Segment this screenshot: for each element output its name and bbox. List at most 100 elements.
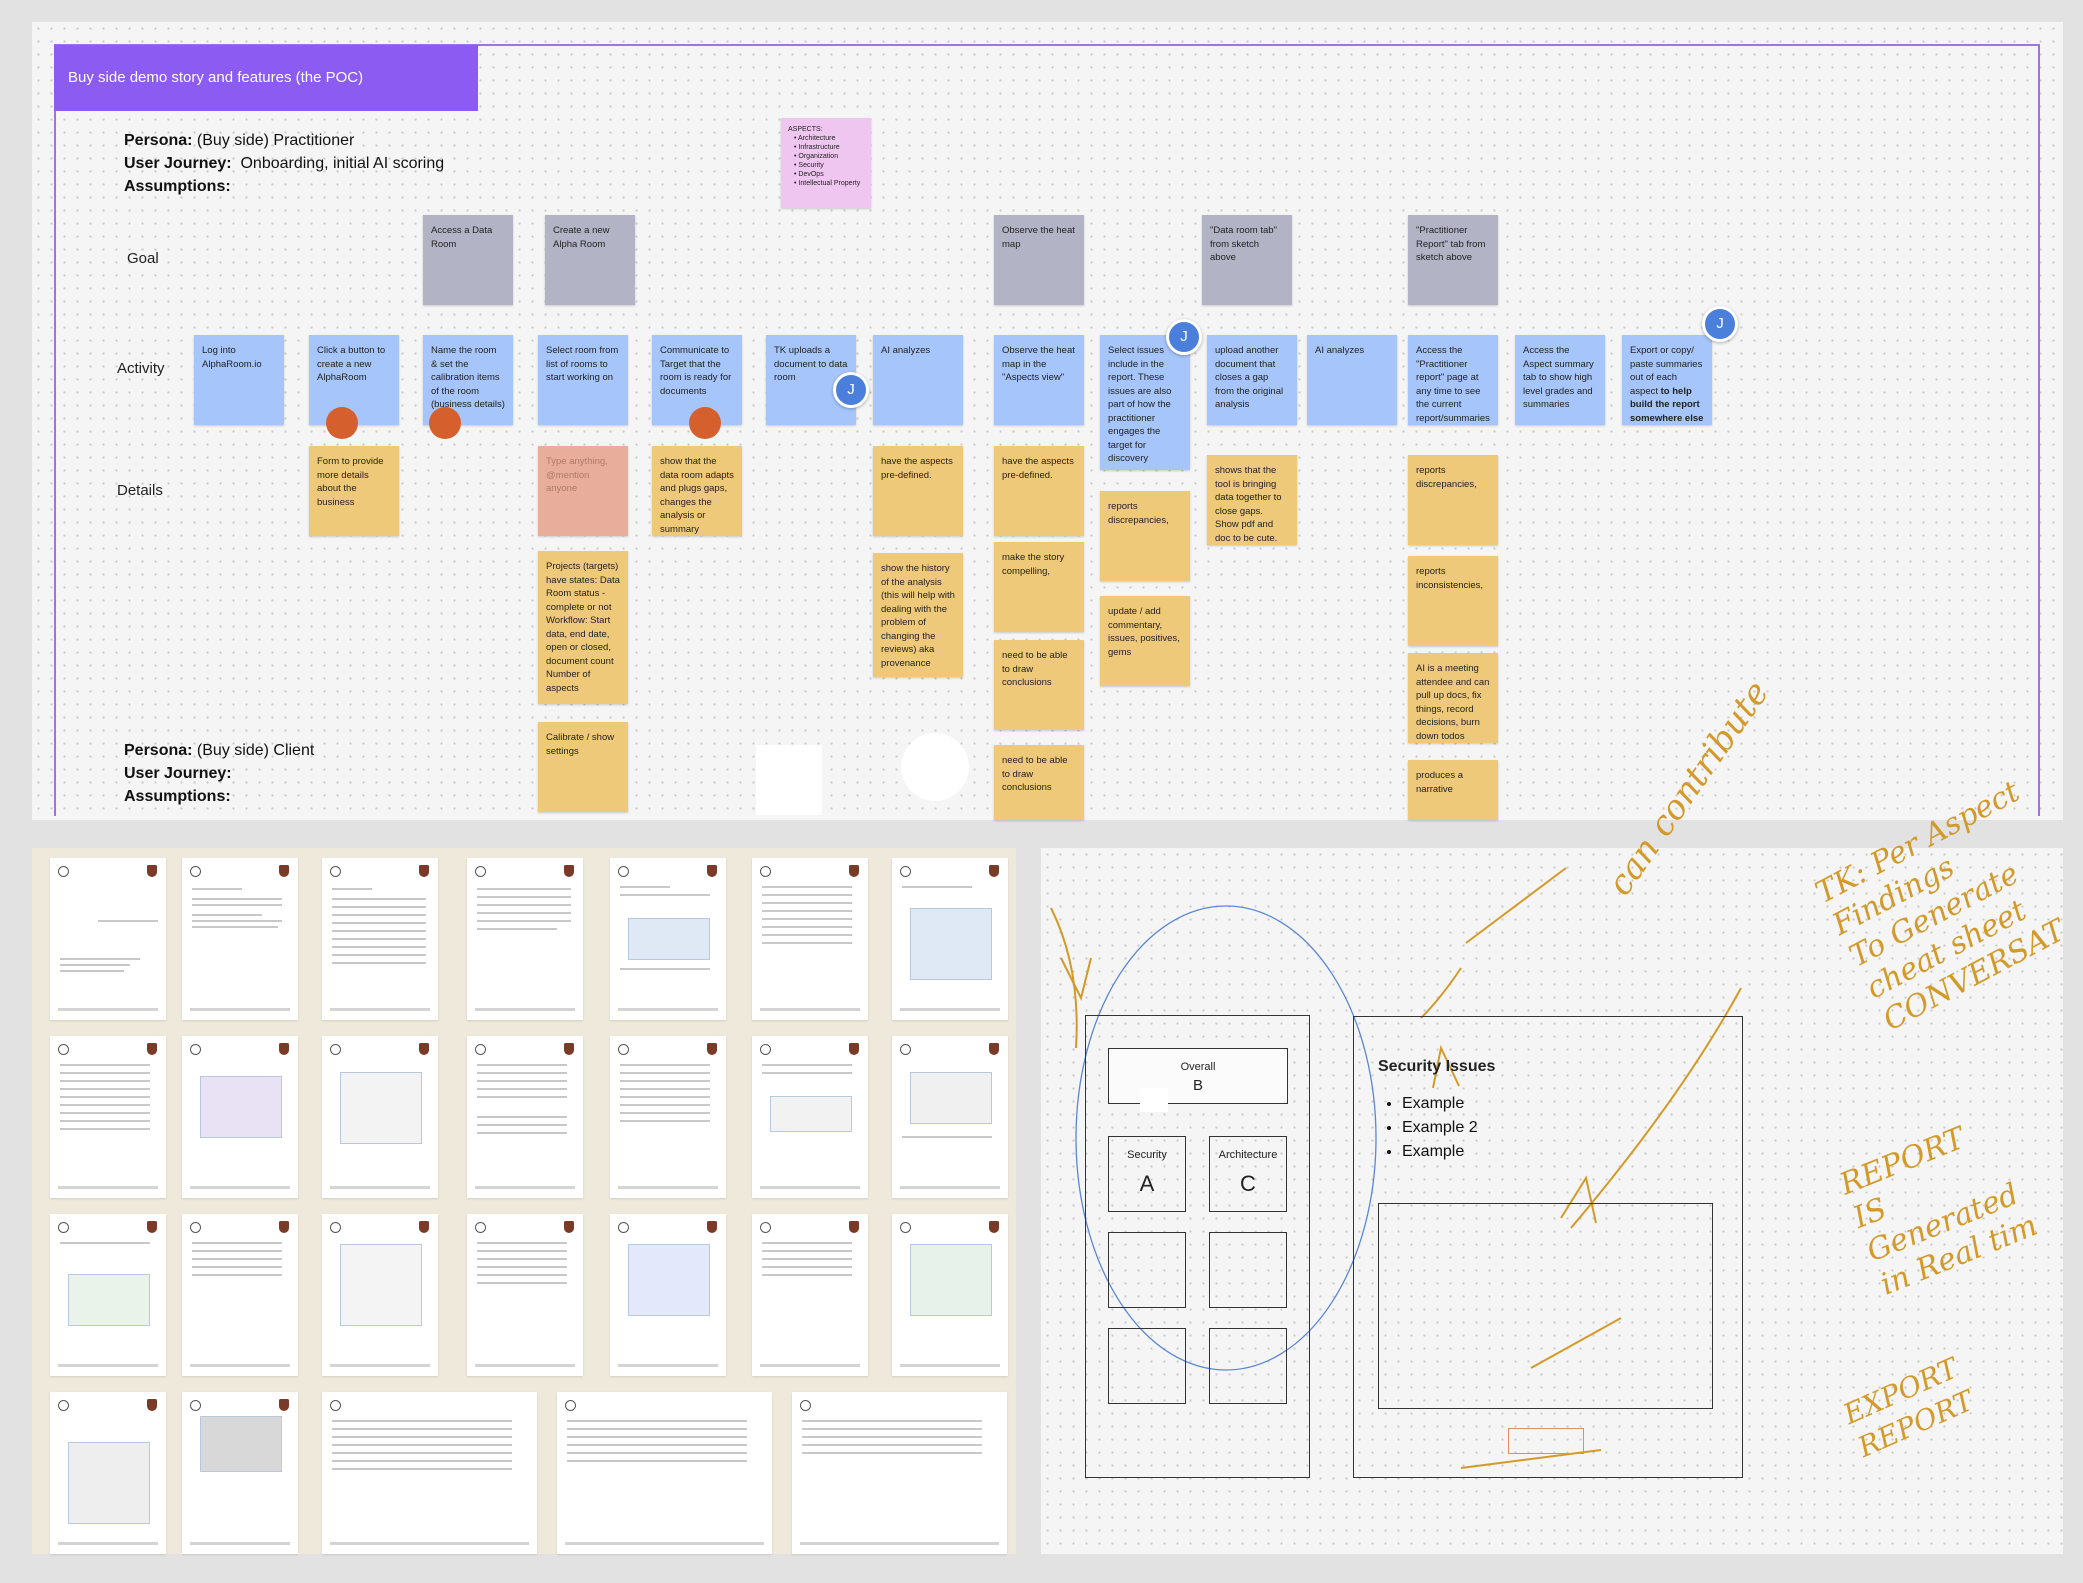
activity-sticky[interactable]: Export or copy/ paste summaries out of e… <box>1622 335 1712 425</box>
blank-circle-shape[interactable] <box>901 733 969 801</box>
row-label-details: Details <box>117 482 163 499</box>
detail-sticky[interactable]: AI is a meeting attendee and can pull up… <box>1408 653 1498 743</box>
goal-sticky[interactable]: Observe the heat map <box>994 215 1084 305</box>
journey-value: Onboarding, initial AI scoring <box>240 155 445 172</box>
document-page-thumbnail[interactable] <box>610 1036 726 1198</box>
issue-item: Example <box>1402 1092 1478 1116</box>
document-page-thumbnail[interactable] <box>182 858 298 1020</box>
overall-grade: B <box>1192 1077 1203 1094</box>
detail-sticky-placeholder[interactable]: Type anything, @mention anyone <box>538 446 628 536</box>
detail-sticky[interactable]: Calibrate / show settings <box>538 722 628 812</box>
orange-marker[interactable] <box>326 407 358 439</box>
detail-sticky[interactable]: show the history of the analysis (this w… <box>873 553 963 677</box>
activity-sticky[interactable]: Select room from list of rooms to start … <box>538 335 628 425</box>
overall-grade-card[interactable]: Overall B <box>1108 1048 1288 1104</box>
activity-sticky[interactable]: Click a button to create a new AlphaRoom <box>309 335 399 425</box>
user-avatar[interactable]: J <box>1166 319 1202 355</box>
document-page-thumbnail[interactable] <box>892 858 1008 1020</box>
document-page-thumbnail[interactable] <box>467 1214 583 1376</box>
goal-sticky[interactable]: "Data room tab" from sketch above <box>1202 215 1292 305</box>
detail-sticky[interactable]: Projects (targets) have states: Data Roo… <box>538 551 628 704</box>
document-page-thumbnail[interactable] <box>50 1214 166 1376</box>
empty-grade-tile[interactable] <box>1209 1328 1287 1404</box>
detail-sticky[interactable]: produces a narrative <box>1408 760 1498 820</box>
persona-label: Persona: <box>124 132 193 149</box>
document-page-thumbnail[interactable] <box>50 1392 166 1554</box>
issues-panel-wireframe[interactable] <box>1353 1016 1743 1478</box>
document-page-thumbnail[interactable] <box>892 1036 1008 1198</box>
row-label-activity: Activity <box>117 360 165 377</box>
activity-sticky[interactable]: Select issues include in the report. The… <box>1100 335 1190 470</box>
sketch-board[interactable] <box>1041 848 2063 1554</box>
document-page-thumbnail[interactable] <box>610 1214 726 1376</box>
detail-sticky[interactable]: reports inconsistencies, <box>1408 556 1498 646</box>
orange-marker[interactable] <box>689 407 721 439</box>
detail-sticky[interactable]: Form to provide more details about the b… <box>309 446 399 536</box>
detail-sticky[interactable]: update / add commentary, issues, positiv… <box>1100 596 1190 686</box>
detail-sticky[interactable]: shows that the tool is bringing data tog… <box>1207 455 1297 545</box>
report-area-wireframe[interactable] <box>1378 1203 1713 1409</box>
aspect-item: • Infrastructure <box>794 144 840 151</box>
activity-sticky[interactable]: Log into AlphaRoom.io <box>194 335 284 425</box>
document-page-thumbnail[interactable] <box>322 1036 438 1198</box>
blank-square-shape[interactable] <box>756 745 822 815</box>
document-page-thumbnail[interactable] <box>322 1214 438 1376</box>
user-avatar[interactable]: J <box>833 372 869 408</box>
activity-sticky[interactable]: Access the "Practitioner report" page at… <box>1408 335 1498 425</box>
activity-sticky[interactable]: AI analyzes <box>873 335 963 425</box>
orange-arrow-stroke <box>1050 907 1078 1049</box>
detail-sticky[interactable]: have the aspects pre-defined. <box>994 446 1084 536</box>
activity-sticky[interactable]: TK uploads a document to data room <box>766 335 856 425</box>
document-page-thumbnail[interactable] <box>792 1392 1007 1554</box>
document-page-thumbnail[interactable] <box>182 1214 298 1376</box>
frame-title[interactable]: Buy side demo story and features (the PO… <box>54 45 478 111</box>
export-button-wireframe[interactable] <box>1508 1428 1584 1454</box>
aspects-panel-wireframe[interactable] <box>1085 1015 1310 1478</box>
document-page-thumbnail[interactable] <box>322 858 438 1020</box>
document-page-thumbnail[interactable] <box>467 858 583 1020</box>
document-page-thumbnail[interactable] <box>50 858 166 1020</box>
document-pages-board[interactable] <box>32 848 1016 1554</box>
activity-sticky[interactable]: Observe the heat map in the "Aspects vie… <box>994 335 1084 425</box>
aspect-item: • Architecture <box>794 135 836 142</box>
document-page-thumbnail[interactable] <box>182 1392 298 1554</box>
orange-marker[interactable] <box>429 407 461 439</box>
aspect-item: • Organization <box>794 153 839 160</box>
aspects-sticky[interactable]: ASPECTS: • Architecture • Infrastructure… <box>781 118 871 208</box>
detail-sticky[interactable]: reports discrepancies, <box>1408 455 1498 545</box>
architecture-grade-tile[interactable]: Architecture C <box>1209 1136 1287 1212</box>
document-page-thumbnail[interactable] <box>50 1036 166 1198</box>
empty-grade-tile[interactable] <box>1209 1232 1287 1308</box>
document-page-thumbnail[interactable] <box>557 1392 772 1554</box>
activity-sticky[interactable]: Access the Aspect summary tab to show hi… <box>1515 335 1605 425</box>
document-page-thumbnail[interactable] <box>752 1214 868 1376</box>
activity-sticky[interactable]: AI analyzes <box>1307 335 1397 425</box>
empty-grade-tile[interactable] <box>1108 1328 1186 1404</box>
detail-sticky[interactable]: need to be able to draw conclusions <box>994 640 1084 730</box>
tile-grade: C <box>1240 1171 1256 1196</box>
detail-sticky[interactable]: reports discrepancies, <box>1100 491 1190 581</box>
activity-sticky[interactable]: upload another document that closes a ga… <box>1207 335 1297 425</box>
panel-title: Security Issues <box>1378 1058 1496 1075</box>
security-grade-tile[interactable]: Security A <box>1108 1136 1186 1212</box>
persona-value: (Buy side) Client <box>196 742 315 759</box>
document-page-thumbnail[interactable] <box>752 858 868 1020</box>
goal-sticky[interactable]: "Practitioner Report" tab from sketch ab… <box>1408 215 1498 305</box>
empty-grade-tile[interactable] <box>1108 1232 1186 1308</box>
detail-sticky[interactable]: have the aspects pre-defined. <box>873 446 963 536</box>
goal-sticky[interactable]: Access a Data Room <box>423 215 513 305</box>
persona-block-2: Persona: (Buy side) Client User Journey:… <box>124 739 314 808</box>
document-page-thumbnail[interactable] <box>752 1036 868 1198</box>
persona-block-1: Persona: (Buy side) Practitioner User Jo… <box>124 129 444 198</box>
document-page-thumbnail[interactable] <box>467 1036 583 1198</box>
orange-arrow-stroke <box>1530 1317 1622 1369</box>
goal-sticky[interactable]: Create a new Alpha Room <box>545 215 635 305</box>
document-page-thumbnail[interactable] <box>892 1214 1008 1376</box>
detail-sticky[interactable]: need to be able to draw conclusions <box>994 745 1084 820</box>
detail-sticky[interactable]: show that the data room adapts and plugs… <box>652 446 742 536</box>
document-page-thumbnail[interactable] <box>182 1036 298 1198</box>
document-page-thumbnail[interactable] <box>322 1392 537 1554</box>
user-avatar[interactable]: J <box>1702 306 1738 342</box>
detail-sticky[interactable]: make the story compelling, <box>994 542 1084 632</box>
document-page-thumbnail[interactable] <box>610 858 726 1020</box>
